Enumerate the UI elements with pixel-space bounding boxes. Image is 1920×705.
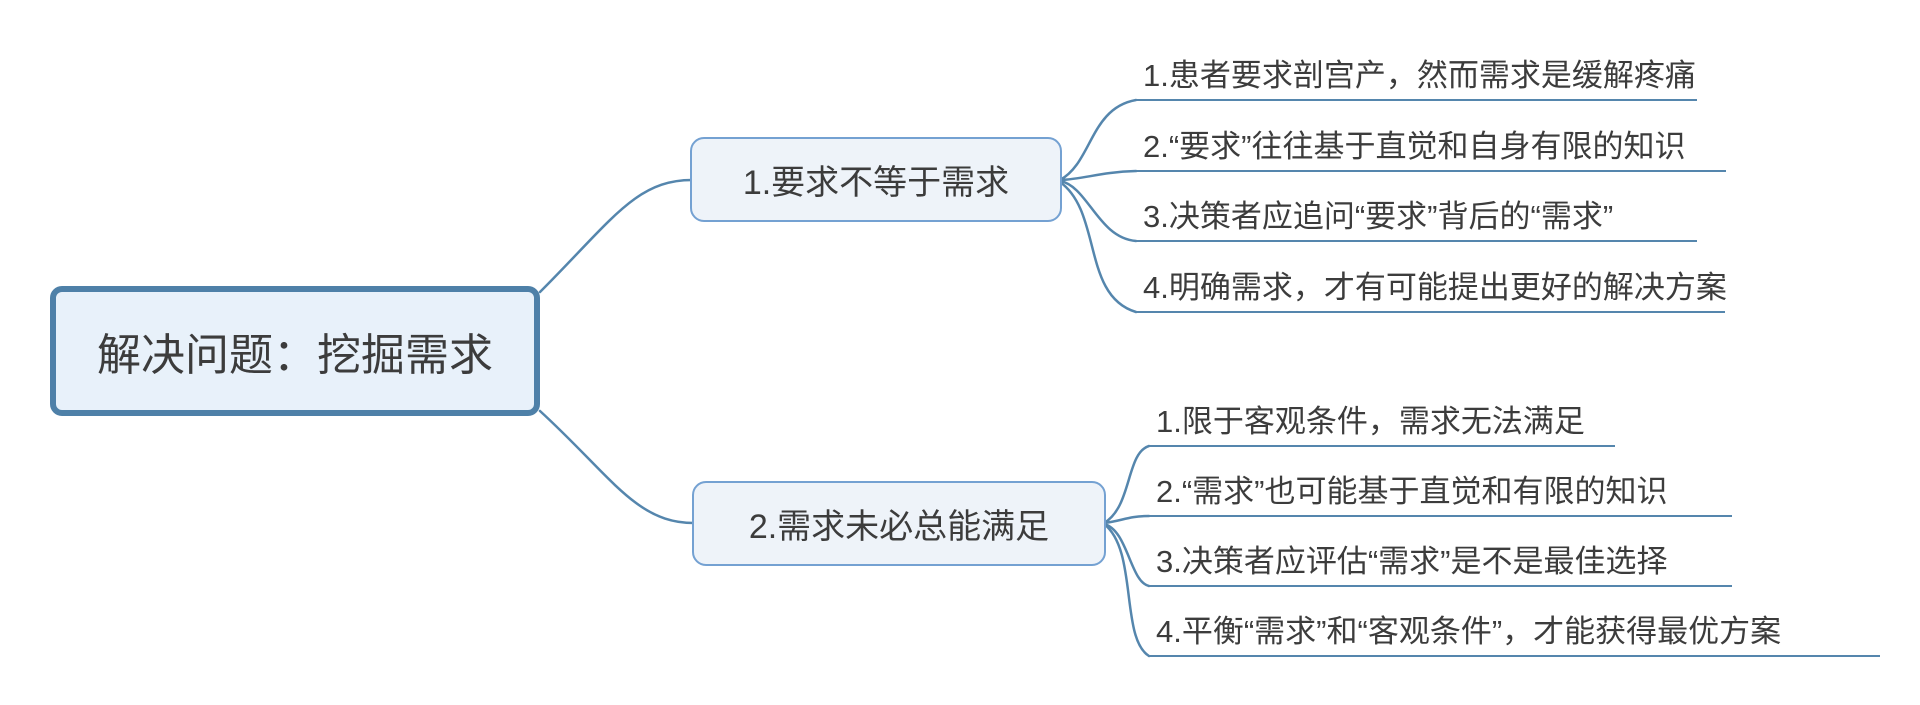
connector-root-branch-2 bbox=[538, 409, 696, 525]
leaf-item-1-1[interactable]: 1.患者要求剖宫产，然而需求是缓解疼痛 bbox=[1135, 60, 1697, 101]
leaf-item-2-1[interactable]: 1.限于客观条件，需求无法满足 bbox=[1148, 406, 1615, 447]
connector-branch2-leaf1 bbox=[1102, 444, 1151, 525]
connector-root-branch-1 bbox=[538, 178, 694, 294]
root-topic-node[interactable]: 解决问题：挖掘需求 bbox=[50, 286, 540, 416]
connector-branch2-leaf2 bbox=[1102, 514, 1151, 525]
leaf-item-1-2[interactable]: 2.“要求”往往基于直觉和自身有限的知识 bbox=[1135, 131, 1726, 172]
connector-branch1-leaf3 bbox=[1058, 179, 1138, 243]
leaf-item-2-2[interactable]: 2.“需求”也可能基于直觉和有限的知识 bbox=[1148, 476, 1732, 517]
branch-node-1[interactable]: 1.要求不等于需求 bbox=[690, 137, 1062, 222]
connector-branch1-leaf1 bbox=[1058, 98, 1138, 182]
connector-branch2-leaf4 bbox=[1102, 522, 1151, 658]
branch-node-2[interactable]: 2.需求未必总能满足 bbox=[692, 481, 1106, 566]
leaf-item-1-4[interactable]: 4.明确需求，才有可能提出更好的解决方案 bbox=[1135, 272, 1727, 313]
leaf-item-1-3[interactable]: 3.决策者应追问“要求”背后的“需求” bbox=[1135, 201, 1697, 242]
connector-branch1-leaf4 bbox=[1058, 180, 1138, 314]
connector-branch1-leaf2 bbox=[1058, 169, 1138, 182]
leaf-item-2-4[interactable]: 4.平衡“需求”和“客观条件”，才能获得最优方案 bbox=[1148, 616, 1880, 657]
leaf-item-2-3[interactable]: 3.决策者应评估“需求”是不是最佳选择 bbox=[1148, 546, 1732, 587]
connector-branch2-leaf3 bbox=[1102, 522, 1151, 588]
